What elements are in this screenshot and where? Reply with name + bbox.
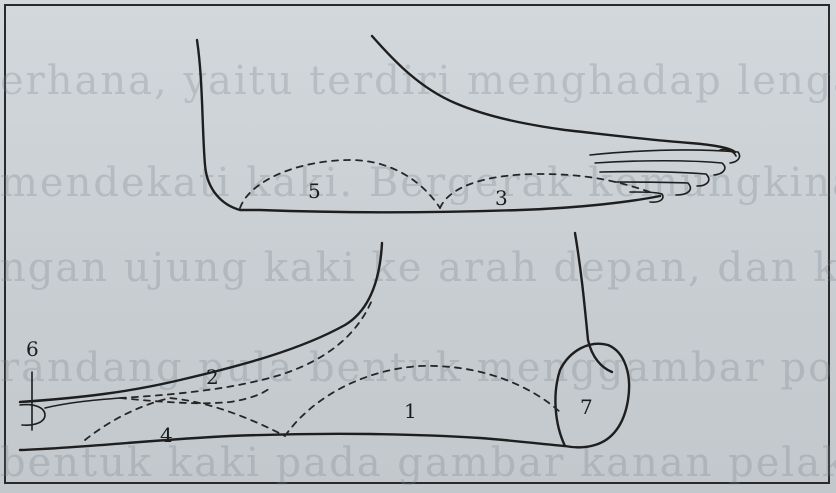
region-label-7: 7: [580, 395, 593, 419]
region-label-6: 6: [26, 337, 39, 361]
region-label-1: 1: [404, 399, 417, 423]
lower-foot-region-1-boundary: [285, 366, 560, 436]
upper-foot-instep-outline: [372, 36, 735, 152]
lower-foot-midfoot-boundary: [120, 388, 270, 403]
lower-foot-sole-view: 2 1 7 6 4: [20, 233, 629, 450]
region-label-3: 3: [495, 186, 508, 210]
upper-foot-toe-2: [595, 161, 725, 175]
lower-foot-sole-outline: [20, 434, 565, 450]
upper-foot-side-view: 5 3: [197, 36, 740, 212]
region-label-5: 5: [308, 179, 321, 203]
upper-foot-toe-3: [600, 172, 709, 186]
region-label-2: 2: [206, 365, 219, 389]
lower-foot-top-outline: [20, 243, 382, 402]
upper-foot-heel-outline: [197, 40, 660, 212]
upper-foot-region-5-boundary: [240, 160, 440, 208]
lower-foot-region-4-boundary: [85, 398, 285, 440]
region-label-4: 4: [160, 423, 173, 447]
lower-foot-region-2-boundary: [120, 300, 372, 398]
lower-foot-heel-outline: [575, 233, 612, 372]
